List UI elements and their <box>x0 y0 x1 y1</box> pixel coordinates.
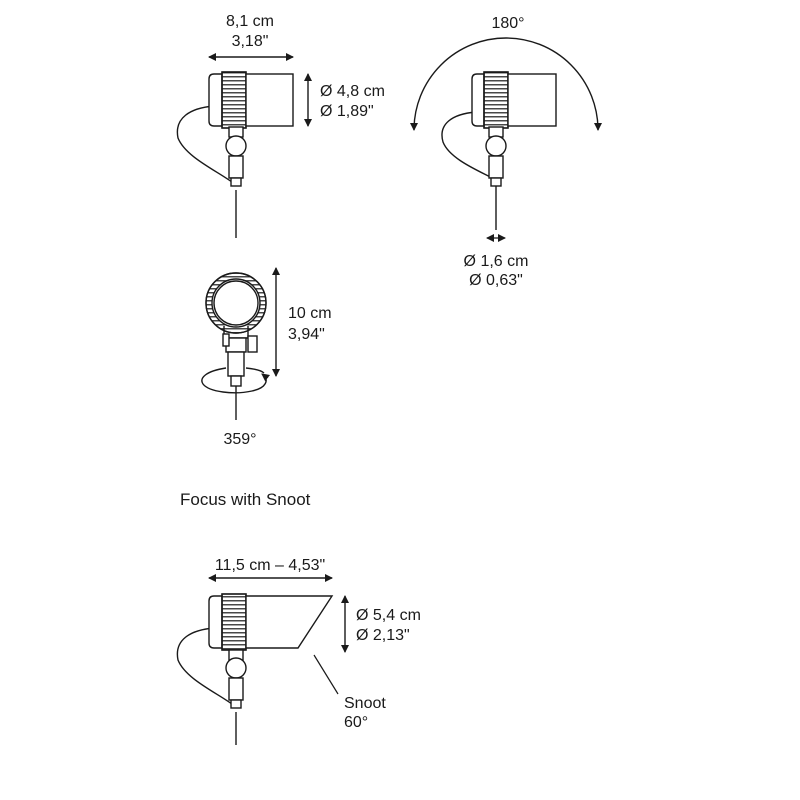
front-view-lamp <box>205 272 267 420</box>
lamp-diameter-cm: Ø 4,8 cm <box>320 83 385 100</box>
rotation-arrow <box>201 367 270 394</box>
tilt-arc-arrow <box>410 37 602 131</box>
tilt-angle-label: 180° <box>491 15 525 32</box>
snoot-view-lamp <box>176 593 334 745</box>
snoot-diameter-in: Ø 2,13" <box>356 627 410 644</box>
section-title: Focus with Snoot <box>180 490 311 509</box>
rotation-angle-label: 359° <box>223 431 257 448</box>
stem-diameter-cm: Ø 1,6 cm <box>463 253 529 270</box>
side-view-lamp <box>176 71 294 238</box>
lamp-width-in: 3,18" <box>231 33 269 50</box>
front-height-cm: 10 cm <box>288 305 332 322</box>
snoot-label: Snoot <box>344 695 386 712</box>
snoot-leader-line <box>313 654 339 695</box>
snoot-length-label: 11,5 cm – 4,53" <box>214 557 326 574</box>
snoot-angle-label: 60° <box>344 714 369 731</box>
stem-diameter-in: Ø 0,63" <box>469 272 523 289</box>
tilt-view-lamp <box>441 71 557 230</box>
front-height-in: 3,94" <box>288 326 325 343</box>
lamp-width-cm: 8,1 cm <box>225 13 275 30</box>
snoot-diameter-cm: Ø 5,4 cm <box>356 607 421 624</box>
lamp-diameter-in: Ø 1,89" <box>320 103 374 120</box>
